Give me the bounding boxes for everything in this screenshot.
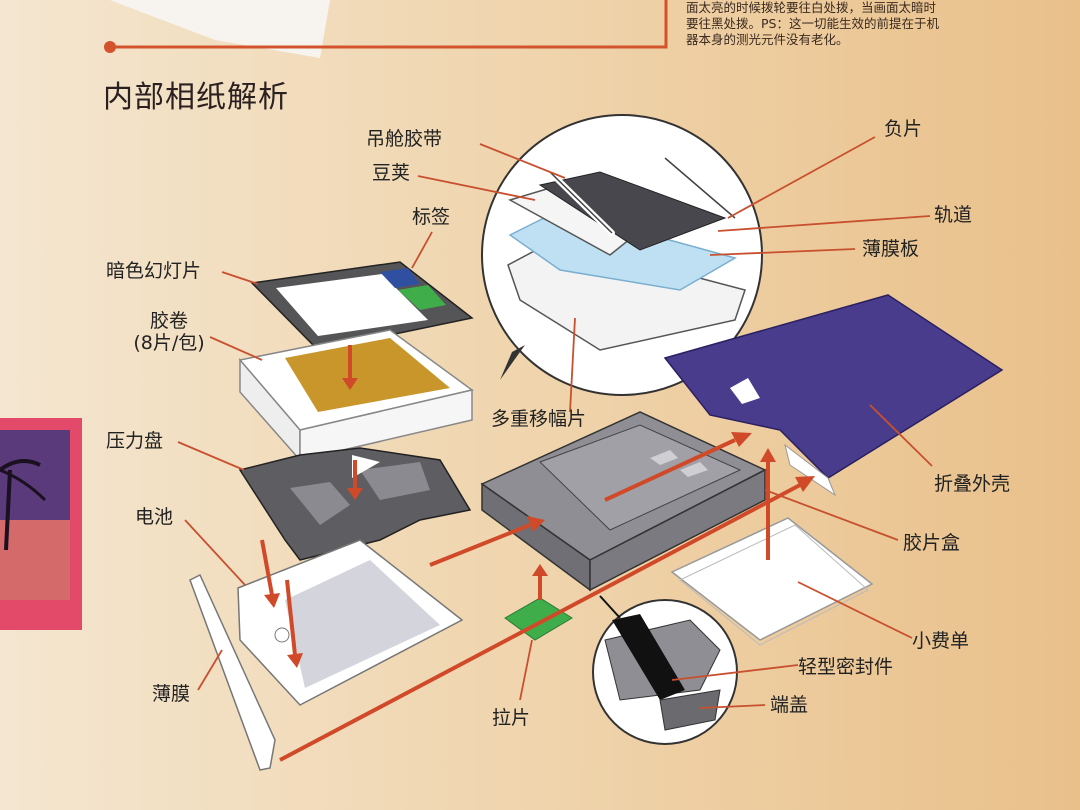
zoom-layers	[507, 155, 746, 351]
label-dark-slide: 暗色幻灯片	[106, 260, 202, 282]
frame-line-dot	[104, 41, 116, 53]
label-receipt: 小费单	[912, 630, 970, 652]
label-film-box: 胶片盒	[903, 532, 961, 554]
label-film-pack-line2: (8片/包)	[133, 332, 205, 354]
film-box	[480, 411, 767, 592]
film-pack	[238, 329, 474, 462]
label-pod: 豆荚	[372, 162, 411, 184]
pressure-plate	[238, 447, 472, 561]
label-film-pack-line1: 胶卷	[149, 310, 188, 332]
label-negative: 负片	[884, 118, 923, 140]
film-membrane	[189, 573, 276, 771]
assembly-arrows	[260, 345, 815, 762]
top-note-line3: 器本身的测光元件没有老化。	[686, 32, 849, 47]
top-note-line1: 面太亮的时候拨轮要往白处拨，当画面太暗时	[686, 0, 937, 15]
dark-slide	[250, 261, 474, 351]
top-note-line2: 要往黑处拨。PS：这一切能生效的前提在于机	[686, 16, 939, 31]
label-outer-shell: 折叠外壳	[934, 473, 1011, 495]
label-pull-tab: 拉片	[492, 707, 531, 729]
label-pressure-plate: 压力盘	[106, 430, 164, 452]
seal-zoom-circle	[592, 595, 738, 745]
label-tag: 标签	[412, 206, 451, 228]
label-hanging-tape: 吊舱胶带	[366, 128, 443, 150]
zoom-pointer	[500, 345, 525, 380]
leader-lines	[177, 136, 933, 709]
label-film-membrane: 薄膜	[152, 683, 191, 705]
label-film-pack: 胶卷 (8片/包)	[124, 310, 214, 354]
paper-corner	[110, 0, 330, 58]
sunset-photo	[0, 418, 82, 630]
label-rail: 轨道	[934, 204, 973, 226]
receipt	[670, 517, 874, 646]
label-battery: 电池	[135, 506, 174, 528]
label-light-seal: 轻型密封件	[798, 656, 894, 678]
frame-line	[110, 0, 668, 49]
outer-shell	[663, 294, 1004, 497]
top-note: 面太亮的时候拨轮要往白处拨，当画面太暗时 要往黑处拨。PS：这一切能生效的前提在…	[686, 0, 1016, 48]
label-multi-frame: 多重移幅片	[491, 408, 587, 430]
label-end-cap: 端盖	[770, 694, 809, 716]
section-title: 内部相纸解析	[103, 80, 289, 115]
label-film-plate: 薄膜板	[862, 238, 920, 260]
